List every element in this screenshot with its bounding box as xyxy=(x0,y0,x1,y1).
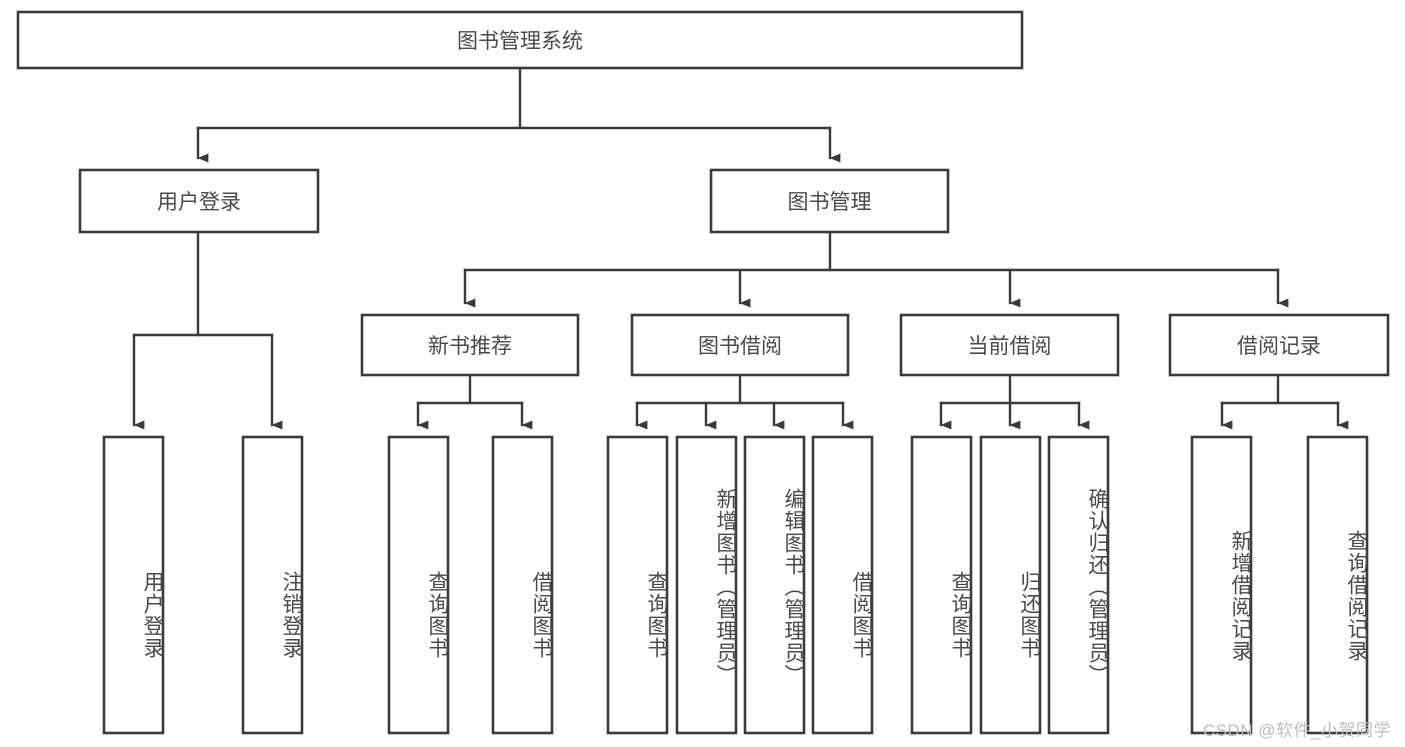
csdn-watermark: CSDN @软件_小贺同学 xyxy=(1202,721,1391,740)
connector-newbook-to-leaves xyxy=(416,373,533,430)
node-box-current-borrow[interactable] xyxy=(899,313,1120,377)
node-box-new-book-rec[interactable] xyxy=(360,313,580,377)
node-box-book-borrow[interactable] xyxy=(630,313,850,377)
node-box-leaf-confirm-return[interactable] xyxy=(1047,435,1110,735)
connector-bookborrow-to-leaves xyxy=(635,373,854,430)
node-box-book-manage[interactable] xyxy=(709,168,950,234)
node-box-leaf-query-book-3[interactable] xyxy=(910,435,973,735)
node-box-borrow-record[interactable] xyxy=(1168,313,1390,377)
node-box-leaf-query-book-2[interactable] xyxy=(606,435,669,735)
node-box-leaf-add-record[interactable] xyxy=(1190,435,1253,735)
node-box-leaf-user-login[interactable] xyxy=(102,435,165,735)
connector-currentborrow-to-leaves xyxy=(939,373,1090,430)
node-box-root[interactable] xyxy=(16,10,1024,70)
node-box-leaf-query-record[interactable] xyxy=(1306,435,1369,735)
node-box-leaf-edit-book[interactable] xyxy=(743,435,806,735)
node-box-leaf-add-book[interactable] xyxy=(675,435,738,735)
node-box-leaf-return-book[interactable] xyxy=(979,435,1042,735)
connector-root-to-level2 xyxy=(196,66,841,163)
node-box-user-login[interactable] xyxy=(78,168,320,234)
connector-borrowrecord-to-leaves xyxy=(1220,373,1349,430)
node-box-leaf-logout[interactable] xyxy=(241,435,304,735)
node-box-leaf-borrow-book-1[interactable] xyxy=(491,435,554,735)
node-box-leaf-query-book-1[interactable] xyxy=(387,435,450,735)
node-box-leaf-borrow-book-2[interactable] xyxy=(811,435,874,735)
connector-userlogin-to-leaves xyxy=(132,230,283,430)
connector-bookmanage-to-level3 xyxy=(463,230,1289,308)
